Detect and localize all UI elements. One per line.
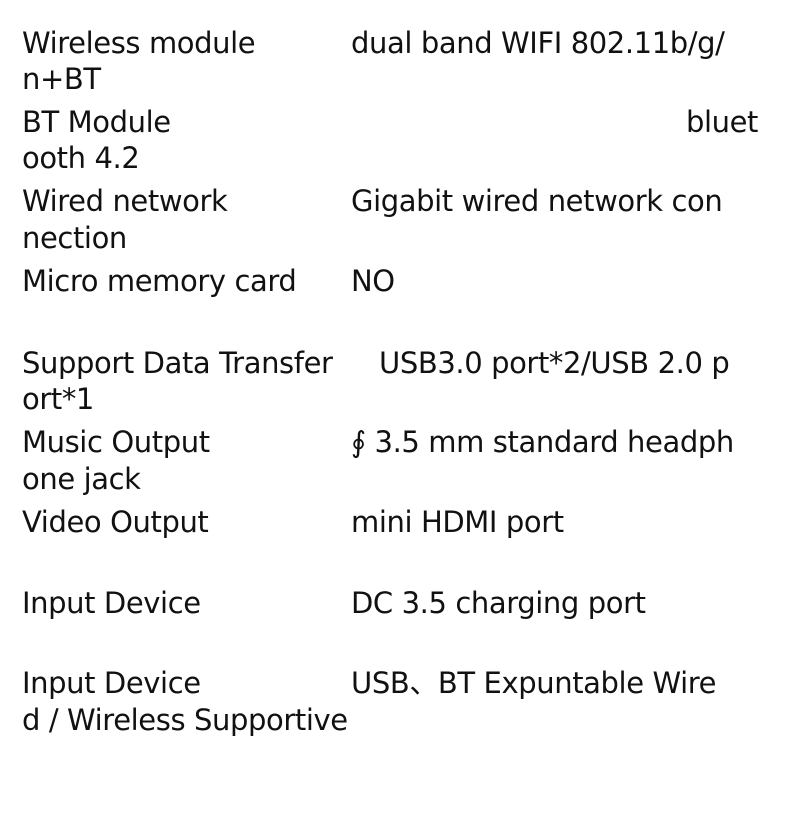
spec-label-video-output: Video Output bbox=[22, 505, 209, 539]
spec-value-wireless-module-continued: n+BT bbox=[22, 62, 101, 96]
spec-value-micro-memory-card: NO bbox=[351, 264, 395, 298]
spec-label-input-device-charging: Input Device bbox=[22, 586, 201, 620]
spec-value-bt-module: bluet bbox=[685, 105, 758, 139]
spec-label-wireless-module: Wireless module bbox=[22, 26, 256, 60]
spec-value-support-data-transfer: USB3.0 port*2/USB 2.0 p bbox=[379, 346, 730, 380]
spec-value-music-output-continued: one jack bbox=[22, 462, 141, 496]
spec-label-bt-module: BT Module bbox=[22, 105, 171, 139]
spec-label-wired-network: Wired network bbox=[22, 184, 228, 218]
spec-value-video-output: mini HDMI port bbox=[351, 505, 564, 539]
spec-value-support-data-transfer-continued: ort*1 bbox=[22, 382, 94, 416]
spec-value-bt-module-continued: ooth 4.2 bbox=[22, 141, 140, 175]
spec-value-wired-network: Gigabit wired network con bbox=[351, 184, 723, 218]
spec-label-support-data-transfer: Support Data Transfer bbox=[22, 346, 333, 380]
spec-label-music-output: Music Output bbox=[22, 425, 210, 459]
spec-label-input-device-usb-bt: Input Device bbox=[22, 666, 201, 700]
spec-value-input-device-usb-bt-continued: d / Wireless Supportive bbox=[22, 703, 348, 737]
spec-value-wireless-module: dual band WIFI 802.11b/g/ bbox=[351, 26, 725, 60]
spec-value-input-device-usb-bt: USB、BT Expuntable Wire bbox=[351, 666, 717, 700]
spec-value-input-device-charging: DC 3.5 charging port bbox=[351, 586, 646, 620]
spec-value-music-output: ∮ 3.5 mm standard headph bbox=[351, 425, 734, 459]
spec-value-wired-network-continued: nection bbox=[22, 221, 127, 255]
spec-label-micro-memory-card: Micro memory card bbox=[22, 264, 297, 298]
